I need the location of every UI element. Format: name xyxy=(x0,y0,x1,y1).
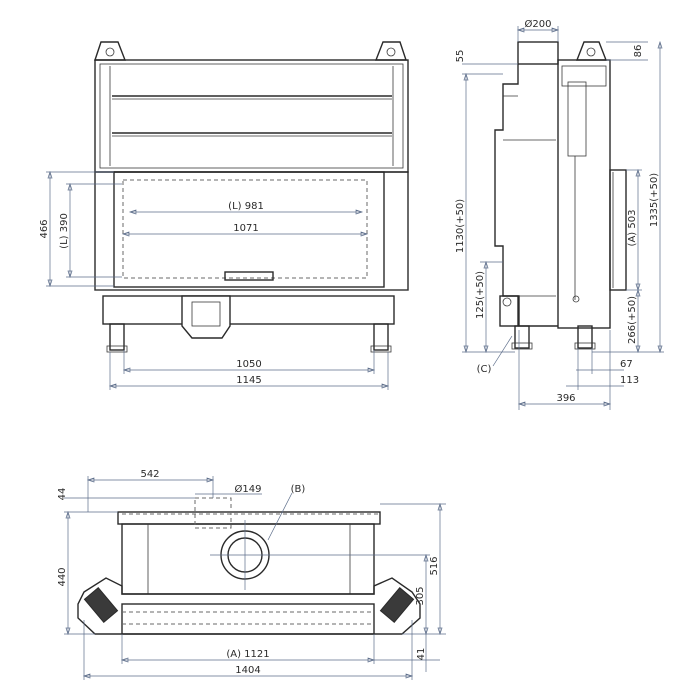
side-label-396: 396 xyxy=(556,393,575,404)
side-dim-396: 396 xyxy=(517,330,612,410)
top-label-1121: (A) 1121 xyxy=(226,649,269,660)
front-glass-frame xyxy=(113,171,385,288)
side-foot-rear xyxy=(577,325,593,349)
top-dim-305: 305 xyxy=(402,553,446,636)
top-dim-516: 516 xyxy=(380,502,446,636)
side-dim-1130: 1130(+50) xyxy=(455,72,469,354)
top-dim-41: 41 xyxy=(374,634,440,672)
front-base xyxy=(102,295,395,325)
top-front-ledge xyxy=(121,603,375,635)
top-label-305: 305 xyxy=(415,586,426,605)
top-foot-right xyxy=(379,587,415,623)
side-foot-front xyxy=(514,325,530,349)
front-label-height: 466 xyxy=(39,219,50,238)
side-upper-panel xyxy=(567,81,587,157)
side-callout-c: (C) xyxy=(477,335,513,375)
side-dim-55: 55 xyxy=(455,50,518,75)
front-label-glass-L: (L) 981 xyxy=(228,201,264,212)
side-label-1130: 1130(+50) xyxy=(455,199,466,253)
front-foot-left xyxy=(109,323,125,351)
top-label-440: 440 xyxy=(57,567,68,586)
top-label-149: Ø149 xyxy=(235,483,262,495)
top-view: 542 Ø149 (B) 44 440 516 xyxy=(57,469,446,680)
side-dim-86: 86 xyxy=(606,41,648,61)
top-label-1404: 1404 xyxy=(235,665,260,676)
side-dim-67: 67 xyxy=(576,330,633,374)
top-dim-542: 542 xyxy=(86,469,215,512)
front-view: (L) 981 1071 1050 1145 466 xyxy=(39,41,409,390)
side-hood-profile xyxy=(494,64,558,327)
front-dim-outer: 1145 xyxy=(108,352,390,390)
top-label-542: 542 xyxy=(140,469,159,480)
front-label-inner: 1050 xyxy=(236,359,261,370)
side-label-1335: 1335(+50) xyxy=(649,173,660,227)
side-dim-503: (A) 503 xyxy=(626,168,642,292)
front-lug-left-hole xyxy=(105,47,115,57)
top-callout-b: (B) xyxy=(267,484,306,541)
top-label-41: 41 xyxy=(416,648,427,661)
front-lug-right-hole xyxy=(386,47,396,57)
side-label-113: 113 xyxy=(620,375,639,386)
side-lug xyxy=(575,41,608,61)
top-dim-1121: (A) 1121 xyxy=(120,634,376,664)
side-dim-1335: 1335(+50) xyxy=(592,40,664,354)
top-dim-44: 44 xyxy=(57,488,195,513)
front-dim-glass: 1071 xyxy=(121,223,369,237)
side-label-86: 86 xyxy=(633,45,644,58)
front-foot-right xyxy=(373,323,389,351)
front-dim-height: 466 xyxy=(39,170,114,288)
side-dim-125: 125(+50) xyxy=(462,260,515,354)
side-dim-113: 113 xyxy=(566,348,639,390)
front-label-height-L: (L) 390 xyxy=(59,213,70,249)
front-air-intake xyxy=(181,295,231,339)
side-label-266: 266(+50) xyxy=(627,296,638,344)
top-dim-440: 440 xyxy=(57,510,95,636)
side-rear-plate xyxy=(609,169,627,291)
side-main-body xyxy=(557,59,611,329)
front-label-outer: 1145 xyxy=(236,375,261,386)
top-label-516: 516 xyxy=(429,556,440,575)
top-dim-1404: 1404 xyxy=(82,620,414,680)
top-body xyxy=(121,523,375,595)
front-dim-glass-L: (L) 981 xyxy=(128,201,364,215)
front-lug-left xyxy=(94,41,127,61)
side-label-67: 67 xyxy=(620,359,633,370)
top-dim-149: Ø149 xyxy=(195,483,262,495)
top-front-frame xyxy=(77,577,421,635)
front-door-handle xyxy=(224,271,274,281)
top-label-b: (B) xyxy=(291,484,306,495)
side-label-503: (A) 503 xyxy=(627,210,638,247)
front-label-glass: 1071 xyxy=(233,223,258,234)
front-top-housing xyxy=(94,59,409,173)
side-label-c: (C) xyxy=(477,364,492,375)
side-label-flue: Ø200 xyxy=(525,18,552,30)
side-view: Ø200 55 86 1130(+50) 125(+50) 1335(+ xyxy=(455,18,664,410)
side-flue-collar xyxy=(517,41,559,65)
side-label-55: 55 xyxy=(455,50,466,63)
front-lug-right xyxy=(374,41,407,61)
front-dim-height-L: (L) 390 xyxy=(59,182,122,279)
front-glass-area xyxy=(122,179,368,279)
side-dim-266: 266(+50) xyxy=(626,288,642,354)
front-dim-inner: 1050 xyxy=(122,350,376,374)
side-base-left xyxy=(499,295,519,327)
side-dim-flue: Ø200 xyxy=(516,18,560,42)
front-top-housing-inner xyxy=(99,63,404,169)
top-foot-left xyxy=(83,587,119,623)
side-label-125: 125(+50) xyxy=(475,271,486,319)
top-label-44: 44 xyxy=(57,488,68,501)
